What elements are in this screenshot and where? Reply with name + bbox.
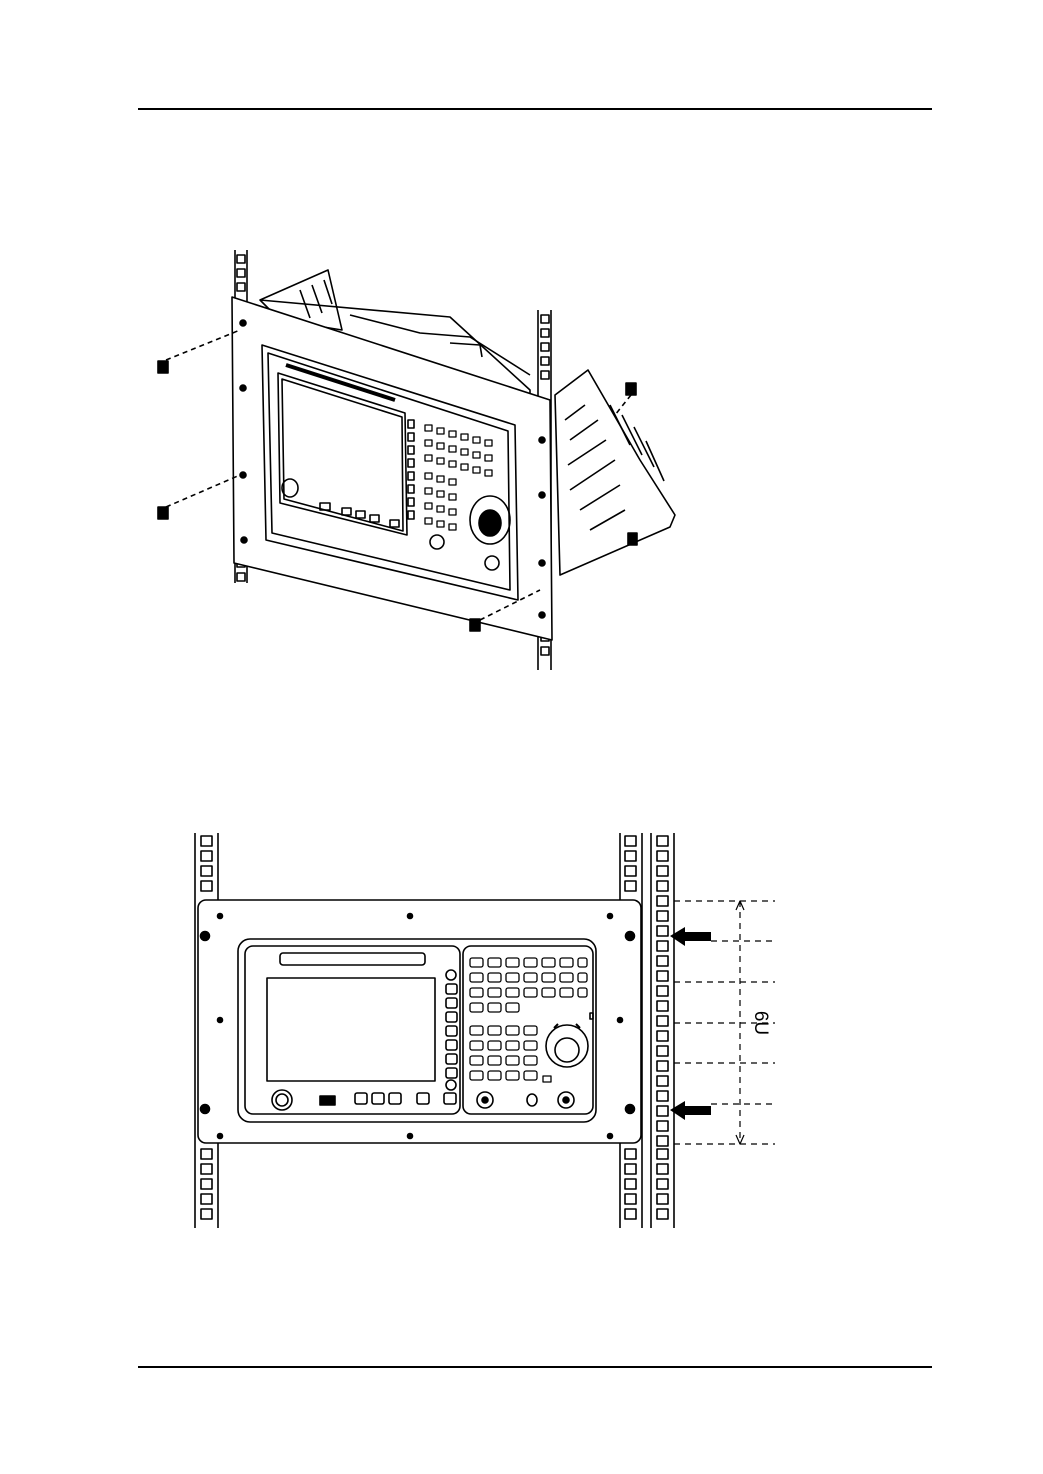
- usb-port: [320, 1096, 335, 1105]
- right-vented-bracket: [555, 370, 675, 575]
- header-rule: [138, 108, 932, 110]
- screw: [201, 1105, 210, 1114]
- screw-bottom-left: [158, 475, 240, 519]
- footer-rule: [138, 1366, 932, 1368]
- screw: [626, 1105, 635, 1114]
- screw: [626, 932, 635, 941]
- rack-mount-perspective-figure: [150, 245, 690, 675]
- arrow-left-icon: [670, 927, 711, 946]
- right-rack-rail: [651, 833, 674, 1228]
- instrument-front-face: [238, 939, 596, 1122]
- arrow-left-icon: [670, 1101, 711, 1120]
- screw-top-left: [158, 330, 240, 373]
- rack-mount-front-figure: 6U: [185, 828, 785, 1233]
- screw: [201, 932, 210, 941]
- dimension-label-6u: 6U: [750, 1011, 771, 1035]
